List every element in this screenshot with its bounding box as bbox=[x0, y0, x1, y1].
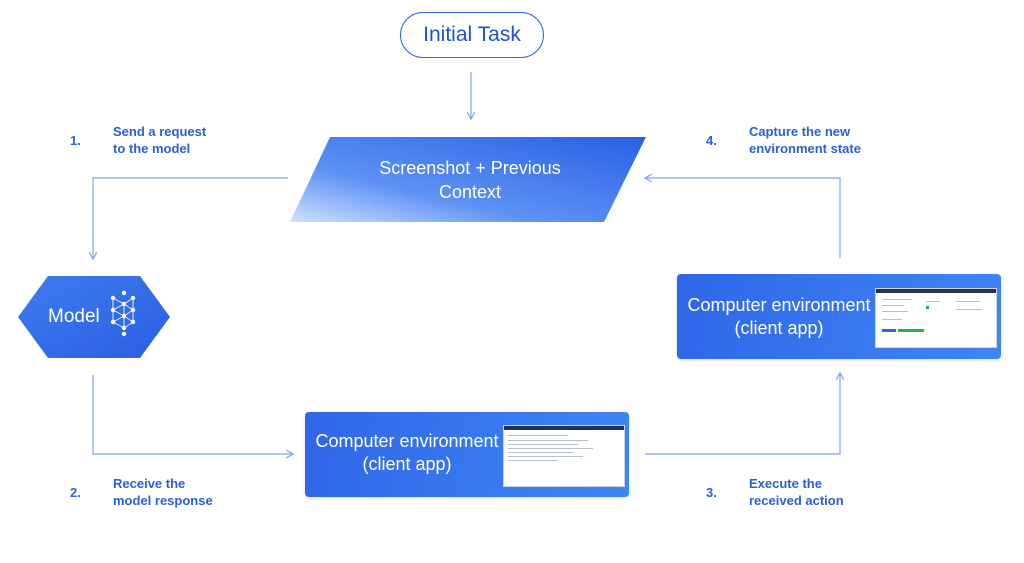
arrow-right-env-to-context bbox=[646, 178, 841, 258]
env-bottom-screenshot-thumbnail bbox=[503, 425, 625, 487]
step-2-line2: model response bbox=[113, 493, 213, 508]
step-3-line1: Execute the bbox=[749, 476, 822, 491]
step-4-number: 4. bbox=[706, 133, 717, 148]
step-3-text: Execute the received action bbox=[749, 475, 844, 509]
arrow-context-to-model bbox=[93, 177, 288, 258]
step-1-text: Send a request to the model bbox=[113, 123, 206, 157]
step-3-line2: received action bbox=[749, 493, 844, 508]
step-2-text: Receive the model response bbox=[113, 475, 213, 509]
step-2-line1: Receive the bbox=[113, 476, 186, 491]
env-right-line1: Computer environment bbox=[687, 295, 871, 315]
env-bottom-line1: Computer environment bbox=[315, 431, 499, 451]
env-right-title: Computer environment (client app) bbox=[681, 294, 877, 340]
env-bottom-title: Computer environment (client app) bbox=[309, 430, 505, 476]
initial-task-label: Initial Task bbox=[400, 12, 544, 58]
context-shape bbox=[290, 137, 646, 222]
env-box-right: Computer environment (client app) bbox=[677, 274, 1001, 359]
step-3-number: 3. bbox=[706, 485, 717, 500]
step-4-text: Capture the new environment state bbox=[749, 123, 861, 157]
step-2-number: 2. bbox=[70, 485, 81, 500]
arrow-env-to-right-env bbox=[645, 374, 840, 455]
env-box-bottom: Computer environment (client app) bbox=[305, 412, 629, 497]
step-1-number: 1. bbox=[70, 133, 81, 148]
model-label: Model bbox=[48, 306, 100, 327]
env-right-line2: (client app) bbox=[734, 318, 824, 338]
step-4-line1: Capture the new bbox=[749, 124, 851, 139]
step-1-line1: Send a request bbox=[113, 124, 207, 139]
env-right-screenshot-thumbnail bbox=[875, 288, 997, 348]
step-1-line2: to the model bbox=[113, 141, 191, 156]
step-4-line2: environment state bbox=[749, 141, 861, 156]
env-bottom-line2: (client app) bbox=[362, 454, 452, 474]
arrow-model-to-env bbox=[92, 375, 292, 454]
